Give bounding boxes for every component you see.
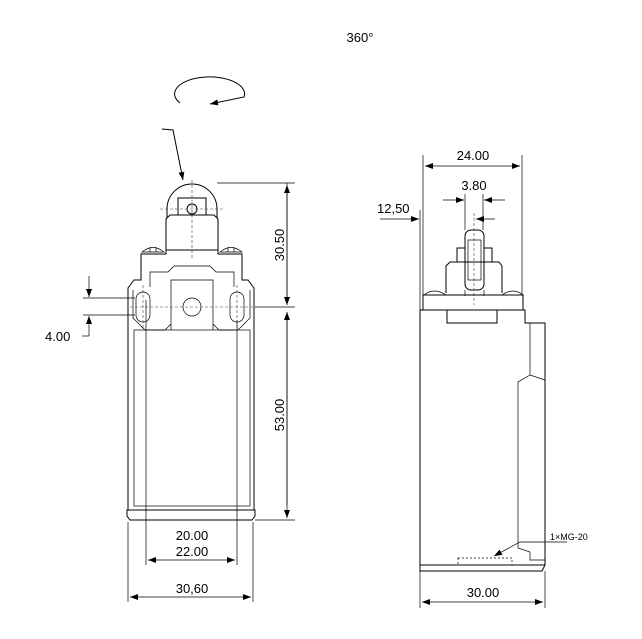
dim-offset: 12,50 [377,201,410,216]
front-view: 30.50 53.00 4.00 20.00 22.00 30,60 [45,128,295,602]
dim-width-top: 24.00 [457,148,490,163]
side-view: 1×MG-20 24.00 3.80 12,50 30.00 [377,148,588,608]
dim-width: 30,60 [176,581,209,596]
cable-entry-label: 1×MG-20 [550,532,588,542]
dim-height-top: 30.50 [272,229,287,262]
dim-inner-2: 22.00 [176,544,209,559]
dim-inner-1: 20.00 [176,528,209,543]
dim-height-body: 53.00 [272,399,287,432]
rotation-label: 360° [347,30,374,45]
dim-roller: 3.80 [461,178,486,193]
rotation-arrow-icon [174,76,246,106]
dim-width-bottom: 30.00 [467,585,500,600]
dim-slot: 4.00 [45,329,70,344]
